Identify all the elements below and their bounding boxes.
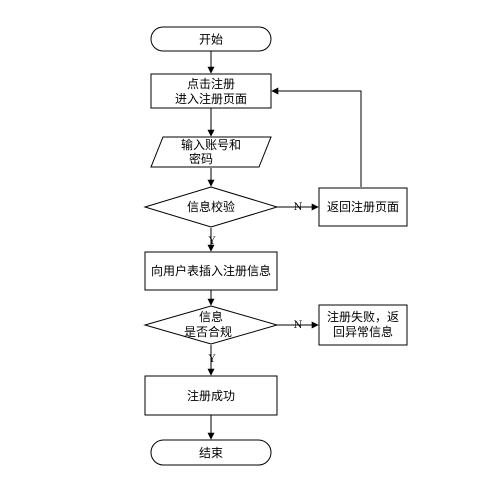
node-register-failed-line-1: 注册失败，返 <box>327 309 399 324</box>
edge-return-to-click-register <box>271 87 362 187</box>
node-insert-user-table-label: 向用户表插入注册信息 <box>151 263 271 278</box>
node-return-register-page-label: 返回注册页面 <box>327 199 399 214</box>
node-click-register: 点击注册 进入注册页面 <box>150 73 272 109</box>
node-info-compliant-line-1: 信息 <box>199 309 223 324</box>
node-start-label: 开始 <box>199 33 223 47</box>
node-info-compliant-line-2: 是否合规 <box>184 324 232 339</box>
node-start: 开始 <box>150 26 272 52</box>
node-register-failed-line-2: 回异常信息 <box>333 324 393 339</box>
node-register-success-label: 注册成功 <box>187 388 235 403</box>
node-info-compliant: 信息 是否合规 <box>143 305 279 345</box>
node-input-credentials: 输入账号和 密码 <box>150 136 272 168</box>
node-click-register-line-1: 点击注册 <box>187 76 235 91</box>
edge-label-compliant-no: N <box>294 320 303 331</box>
node-register-success: 注册成功 <box>144 375 278 416</box>
node-register-failed: 注册失败，返 回异常信息 <box>318 304 408 346</box>
node-verify-info-label: 信息校验 <box>187 199 235 214</box>
edge-label-verify-yes: Y <box>208 236 216 247</box>
node-return-register-page: 返回注册页面 <box>318 187 408 227</box>
node-click-register-line-2: 进入注册页面 <box>175 91 247 106</box>
node-input-credentials-line-2: 密码 <box>189 151 213 166</box>
node-insert-user-table: 向用户表插入注册信息 <box>144 251 278 291</box>
node-end-label: 结束 <box>199 446 223 460</box>
node-end: 结束 <box>150 439 272 466</box>
node-verify-info: 信息校验 <box>143 186 279 228</box>
edge-label-compliant-yes: Y <box>208 354 216 365</box>
node-input-credentials-line-1: 输入账号和 <box>181 137 241 152</box>
edge-label-verify-no: N <box>294 202 303 213</box>
